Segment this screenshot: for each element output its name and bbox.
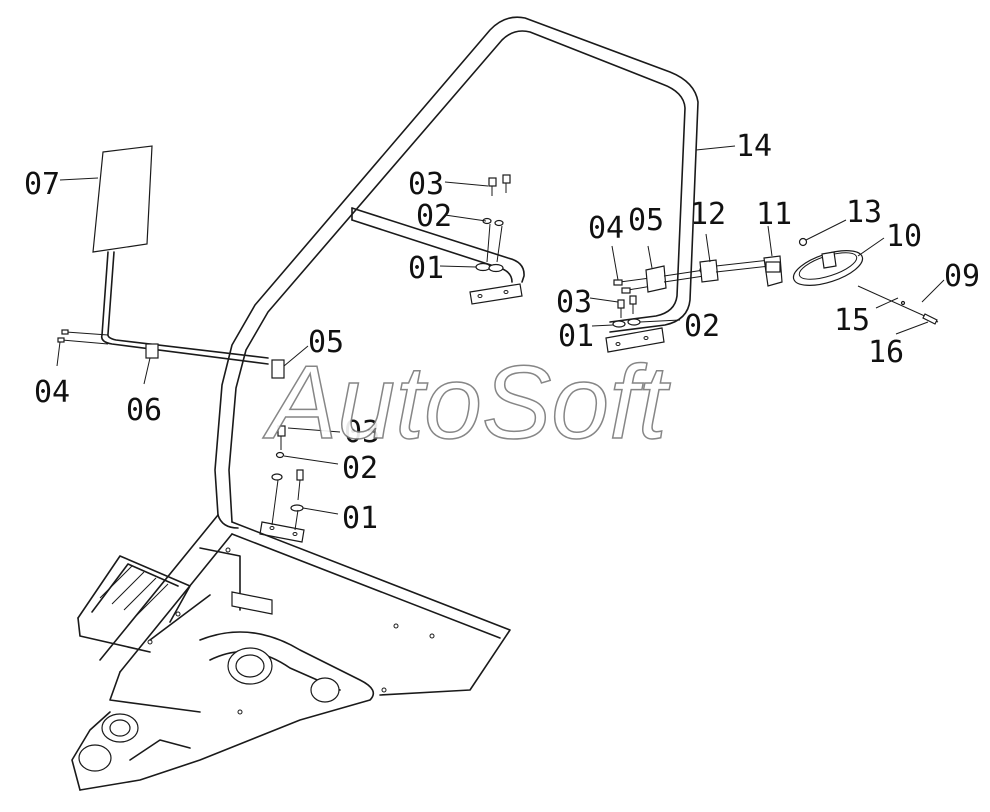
leader-lines	[56, 145, 945, 515]
callout-04: 04	[588, 211, 624, 246]
callout-04: 04	[34, 375, 70, 410]
callout-11: 11	[756, 197, 792, 232]
callout-05: 05	[628, 203, 664, 238]
callout-02: 02	[684, 309, 720, 344]
callout-02: 02	[416, 199, 452, 234]
fastener-set-right	[612, 277, 653, 328]
watermark-text: AutoSoft	[262, 345, 671, 461]
callout-03: 03	[344, 415, 380, 450]
callout-03: 03	[408, 167, 444, 202]
callout-12: 12	[690, 197, 726, 232]
round-mirror	[792, 237, 939, 325]
mount-pad-right	[605, 327, 665, 353]
callout-01: 01	[342, 501, 378, 536]
fastener-set-upper	[475, 174, 511, 273]
callout-01: 01	[558, 319, 594, 354]
callout-10: 10	[886, 219, 922, 254]
callout-05: 05	[308, 325, 344, 360]
sign-plate-assembly	[57, 145, 285, 379]
callout-03: 03	[556, 285, 592, 320]
callout-15: 15	[834, 303, 870, 338]
callout-14: 14	[736, 129, 772, 164]
callout-06: 06	[126, 393, 162, 428]
callout-labels: 07 03 02 01 14 04 05 12 11 13 10 09 15 1…	[24, 129, 980, 536]
mount-pad-upper	[469, 283, 523, 305]
callout-09: 09	[944, 259, 980, 294]
callout-07: 07	[24, 167, 60, 202]
mirror-arm-assembly	[645, 255, 783, 293]
fastener-set-lower	[271, 425, 304, 531]
callout-01: 01	[408, 251, 444, 286]
mount-pad-lower	[259, 521, 305, 543]
callout-16: 16	[868, 335, 904, 370]
vehicle-chassis-section	[71, 514, 511, 791]
callout-02: 02	[342, 451, 378, 486]
callout-13: 13	[846, 195, 882, 230]
